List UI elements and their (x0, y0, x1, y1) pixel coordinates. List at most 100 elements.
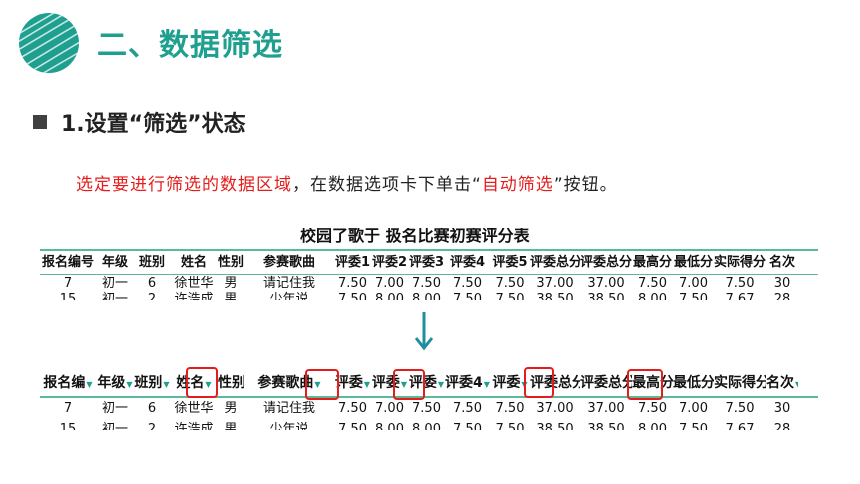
table-cell: 7.50 (673, 291, 714, 300)
cell-text: 初一 (101, 422, 128, 430)
table-cell: 7.50 (334, 275, 371, 293)
instruction-text: 选定要进行筛选的数据区域，在数据选项卡下单击“自动筛选”按钮。 (76, 170, 618, 195)
table-cell: 15 (40, 420, 96, 430)
cell-text: 男 (224, 422, 238, 430)
table-cell: 7.00 (673, 275, 714, 293)
table-cell: 37.00 (530, 399, 580, 419)
table-cell: 7.50 (490, 275, 530, 293)
table-cell: 15 (40, 291, 96, 300)
filter-dropdown-icon[interactable]: ▼ (126, 380, 133, 389)
table-after-filter: 报名编▼年级▼班别▼姓名▼性别▼参赛歌曲▼评委▼评委▼评委▼评委4▼评委▼评委总… (40, 360, 818, 430)
header-cell: 性别 (218, 252, 244, 274)
header-cell: 班别▼ (134, 370, 170, 396)
cell-text: 7.50 (338, 276, 367, 291)
cell-text: 8.00 (638, 422, 667, 430)
table-cell: 7.50 (673, 420, 714, 430)
table-cell: 7.50 (445, 399, 490, 419)
cell-text: 7.50 (453, 422, 482, 430)
table-cell: 徐世华 (170, 275, 218, 293)
cell-text: 评委总分1 (530, 255, 580, 270)
cell-text: 7.50 (412, 401, 441, 416)
section-logo-icon (19, 13, 79, 73)
table-cell: 徐世华 (170, 399, 218, 419)
filter-dropdown-icon[interactable]: ▼ (163, 380, 170, 389)
table-before-header: 报名编号年级班别姓名性别参赛歌曲评委1评委2评委3评委4评委5评委总分1评委总分… (40, 252, 798, 274)
cell-text: 参赛歌曲 (262, 255, 315, 270)
table-cell: 7.50 (490, 399, 530, 419)
cell-text: 38.50 (587, 422, 625, 430)
table-cell: 男 (218, 420, 244, 430)
cell-text: 初一 (101, 276, 128, 291)
filter-dropdown-icon[interactable]: ▼ (314, 380, 321, 389)
table-cell: 8.00 (408, 291, 445, 300)
table-cell: 7.50 (632, 275, 673, 293)
cell-text: 7.50 (338, 292, 367, 300)
cell-text: 7.00 (679, 276, 708, 291)
header-cell: 报名编▼ (40, 370, 96, 396)
table-cell: 初一 (96, 291, 134, 300)
filter-dropdown-icon[interactable]: ▼ (795, 372, 798, 396)
header-cell: 评委总分▼ (530, 370, 580, 396)
cell-text: 2 (147, 292, 157, 300)
cell-text: 初一 (101, 292, 128, 300)
section-title: 二、数据筛选 (97, 28, 283, 63)
cell-text: 实际得分 (714, 375, 766, 391)
cell-text: 最低分 (673, 375, 714, 391)
cell-text: 8.00 (412, 422, 441, 430)
header-cell: 性别▼ (218, 370, 244, 396)
filter-dropdown-icon[interactable]: ▼ (483, 380, 490, 389)
cell-text: 徐世华 (174, 401, 214, 416)
cell-text: 评委2 (371, 255, 408, 270)
header-cell: 评委总分▼ (580, 370, 632, 396)
header-cell: 实际得分 (714, 252, 766, 274)
cell-text: 30 (773, 401, 791, 416)
table-cell: 8.00 (371, 291, 408, 300)
table-cell: 37.00 (530, 275, 580, 293)
cell-text: 30 (773, 276, 791, 291)
header-cell: 姓名▼ (170, 370, 218, 396)
cell-text: 参赛歌曲 (257, 375, 314, 391)
cell-text: 7.50 (338, 401, 367, 416)
table-cell: 初一 (96, 420, 134, 430)
header-cell: 年级▼ (96, 370, 134, 396)
filter-dropdown-icon[interactable]: ▼ (437, 380, 445, 389)
cell-text: 评委1 (334, 255, 371, 270)
cell-text: 7.50 (725, 276, 755, 291)
cell-text: 38.50 (536, 422, 574, 430)
cell-text: 许浩成 (174, 422, 214, 430)
cell-text: 7.00 (375, 276, 404, 291)
filter-button-highlight (627, 369, 663, 400)
filter-dropdown-icon[interactable]: ▼ (205, 380, 212, 389)
cell-text: 7.67 (725, 292, 755, 300)
header-cell: 评委4▼ (445, 370, 490, 396)
table-cell: 7.50 (445, 420, 490, 430)
table-cell: 6 (134, 399, 170, 419)
cell-text: 男 (224, 401, 238, 416)
filter-dropdown-icon[interactable]: ▼ (86, 380, 93, 389)
cell-text: 7.50 (725, 401, 755, 416)
bullet-square-icon (33, 115, 47, 129)
table-cell: 请记住我 (244, 399, 334, 419)
cell-text: 少年说 (269, 422, 309, 430)
table-cell: 7.50 (334, 291, 371, 300)
cell-text: 7.50 (495, 292, 525, 300)
table-cell: 7.50 (714, 399, 766, 419)
header-cell: 评委4 (445, 252, 490, 274)
instruction-end: ”按钮。 (553, 175, 618, 195)
cell-text: 7.50 (679, 292, 708, 300)
table-cell: 38.50 (580, 291, 632, 300)
cell-text: 评委4 (449, 255, 486, 270)
filter-dropdown-icon[interactable]: ▼ (363, 380, 371, 389)
filter-dropdown-icon[interactable]: ▼ (400, 380, 408, 389)
table-cell: 8.00 (408, 420, 445, 430)
table-header-border (40, 396, 818, 398)
table-cell: 7 (40, 399, 96, 419)
table-cell: 37.00 (580, 275, 632, 293)
cell-text: 初一 (101, 401, 128, 416)
cell-text: 37.00 (587, 401, 625, 416)
cell-text: 少年说 (269, 292, 309, 300)
cell-text: 37.00 (536, 401, 574, 416)
table-cell: 8.00 (371, 420, 408, 430)
